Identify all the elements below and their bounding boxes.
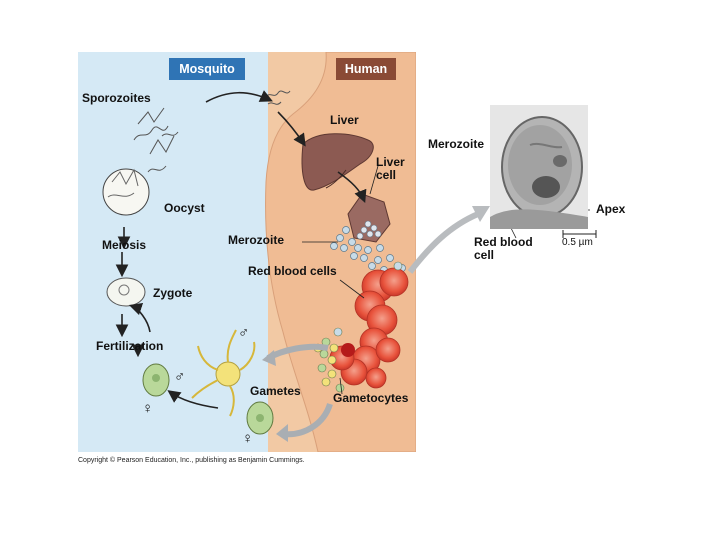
label-gametes: Gametes: [250, 384, 301, 398]
label-liver-cell-line2: cell: [376, 168, 397, 182]
label-merozoite: Merozoite: [228, 233, 285, 247]
label-fertilization: Fertilization: [96, 339, 164, 353]
label-liver: Liver: [330, 113, 359, 127]
label-red-blood-cells: Red blood cells: [248, 264, 337, 278]
male-symbol-top: ♂: [238, 324, 250, 341]
merozoite-micrograph: [490, 105, 588, 229]
label-zygote: Zygote: [153, 286, 193, 300]
gametocytes-cluster: [313, 261, 403, 393]
liver: [301, 133, 374, 191]
gray-arrow-from-gametocytes: [283, 402, 333, 438]
micro-scale-bar-label: 0.5 µm: [562, 237, 593, 248]
male-symbol-mid: ♂: [174, 368, 186, 385]
red-blood-cells: [329, 267, 409, 389]
label-liver-cell-line1: Liver: [376, 155, 405, 169]
label-sporozoites: Sporozoites: [82, 91, 151, 105]
female-symbol-left: ♀: [142, 400, 154, 417]
liver-cell: [347, 193, 391, 243]
micro-label-apex: Apex: [596, 202, 626, 216]
micro-label-merozoite: Merozoite: [428, 137, 485, 151]
life-cycle-panel: Mosquito Human Sporozoites Liver Liver c…: [78, 52, 416, 452]
copyright-notice: Copyright © Pearson Education, Inc., pub…: [78, 457, 305, 464]
mosquito-header: Mosquito: [169, 58, 245, 80]
label-oocyst: Oocyst: [164, 201, 205, 215]
label-gametocytes: Gametocytes: [333, 391, 409, 405]
label-meiosis: Meiosis: [102, 238, 147, 252]
gametes-art: [142, 329, 274, 435]
micro-label-rbc-line2: cell: [474, 248, 495, 262]
oocyst-art: [102, 168, 150, 216]
micrograph-image: [490, 105, 588, 229]
female-symbol-right: ♀: [242, 430, 254, 447]
zygote-art: [106, 277, 146, 307]
human-header: Human: [336, 58, 396, 80]
life-cycle-illustration: [102, 52, 416, 452]
micro-label-rbc-line1: Red blood: [474, 235, 533, 249]
